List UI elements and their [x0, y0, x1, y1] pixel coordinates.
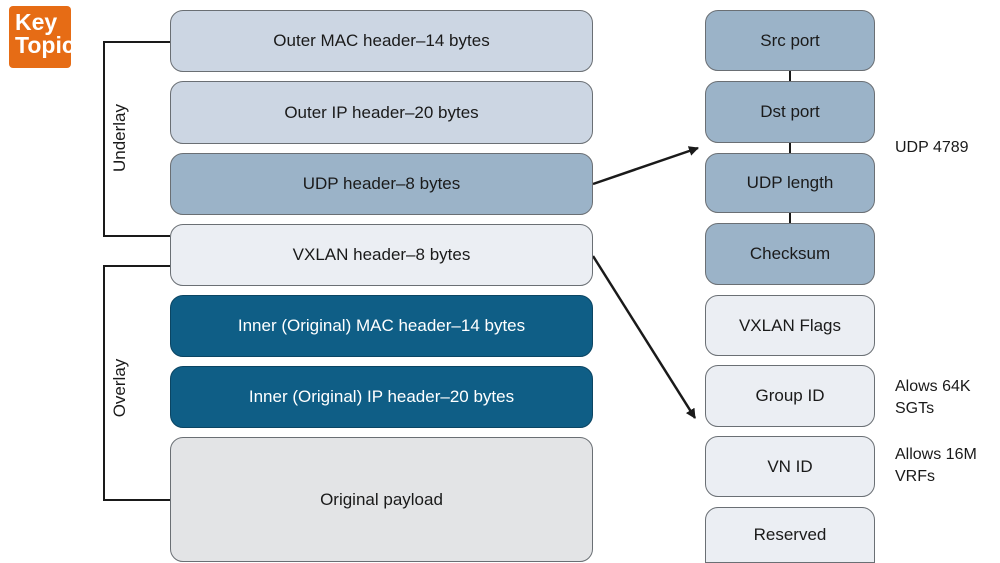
udp-header-box: UDP header–8 bytes [170, 153, 593, 215]
original-payload-label: Original payload [320, 489, 443, 509]
key-topic-badge: Key Topic [9, 6, 75, 68]
inner-ip-header-box: Inner (Original) IP header–20 bytes [170, 366, 593, 428]
checksum-label: Checksum [749, 244, 831, 263]
dst-port-label: Dst port [760, 102, 820, 121]
udp-arrow [592, 146, 699, 186]
vn-id-note: Allows 16M VRFs [895, 446, 977, 485]
reserved-box: Reserved [705, 507, 875, 563]
key-topic-line2: Topic [15, 32, 75, 58]
underlay-bracket [103, 41, 170, 237]
outer-mac-header-label: Outer MAC header–14 bytes [273, 31, 490, 50]
vn-id-box: VN ID [705, 436, 875, 497]
inner-ip-header-label: Inner (Original) IP header–20 bytes [248, 387, 515, 406]
outer-ip-header-box: Outer IP header–20 bytes [170, 81, 593, 144]
overlay-bracket [103, 265, 170, 501]
underlay-label: Underlay [110, 103, 129, 173]
overlay-label: Overlay [110, 358, 129, 418]
dst-port-box: Dst port [705, 81, 875, 143]
outer-mac-header-box: Outer MAC header–14 bytes [170, 10, 593, 72]
checksum-box: Checksum [705, 223, 875, 285]
udp-length-label: UDP length [746, 173, 834, 192]
group-id-box: Group ID [705, 365, 875, 427]
udp-length-box: UDP length [705, 153, 875, 213]
outer-ip-header-label: Outer IP header–20 bytes [284, 102, 479, 122]
inner-mac-header-label: Inner (Original) MAC header–14 bytes [237, 316, 526, 335]
vxlan-arrow [591, 255, 697, 419]
key-topic-line1: Key [15, 9, 58, 35]
vxlan-flags-box: VXLAN Flags [705, 295, 875, 356]
udp-port-note: UDP 4789 [895, 139, 969, 156]
vxlan-header-label: VXLAN header–8 bytes [292, 245, 471, 264]
original-payload-box: Original payload [170, 437, 593, 562]
inner-mac-header-box: Inner (Original) MAC header–14 bytes [170, 295, 593, 357]
reserved-label: Reserved [753, 525, 827, 544]
group-id-label: Group ID [755, 386, 825, 405]
vn-id-label: VN ID [767, 456, 813, 476]
src-port-label: Src port [760, 30, 820, 50]
vxlan-header-box: VXLAN header–8 bytes [170, 224, 593, 286]
group-id-note: Alows 64K SGTs [895, 378, 971, 417]
vxlan-flags-label: VXLAN Flags [738, 315, 842, 335]
src-port-box: Src port [705, 10, 875, 71]
udp-header-label: UDP header–8 bytes [302, 174, 461, 193]
